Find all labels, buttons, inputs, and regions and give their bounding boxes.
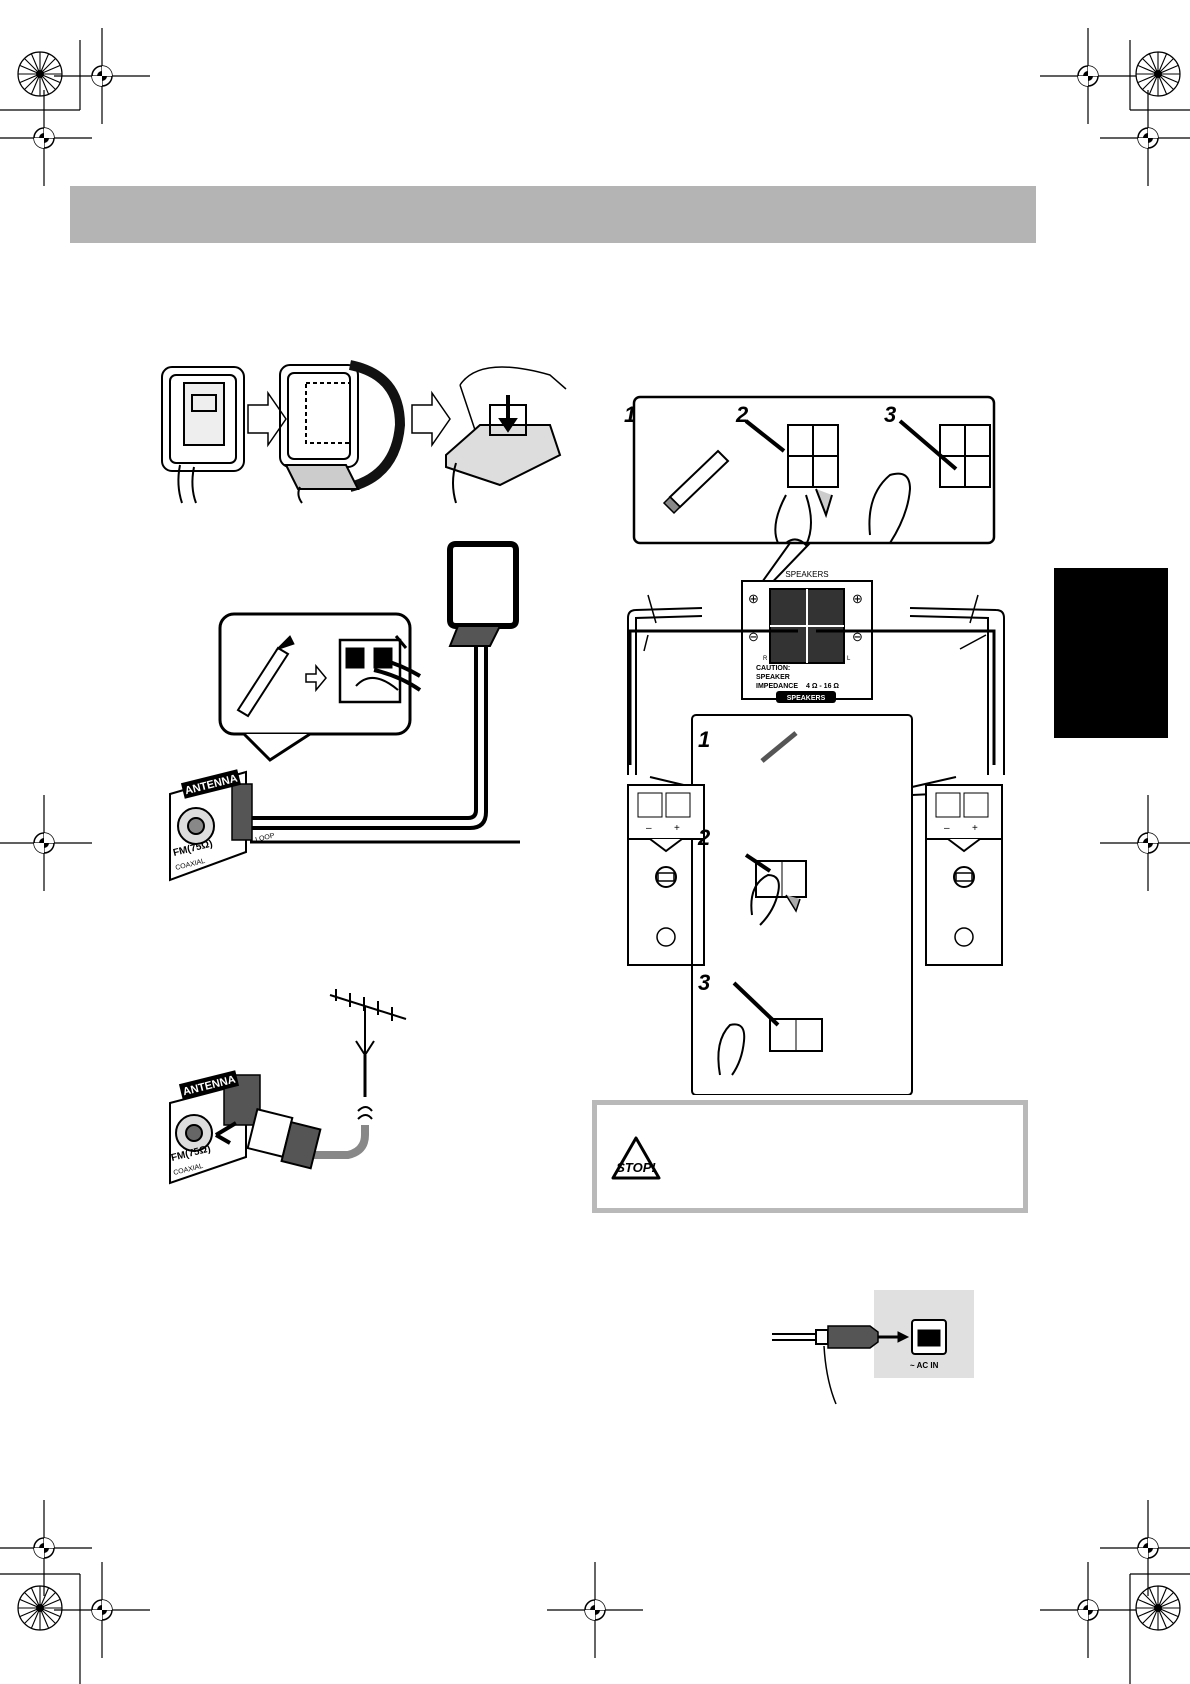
step-number-bottom-3: 3 [698, 970, 710, 995]
plus-symbol-right: ⊕ [852, 591, 863, 606]
ac-inlet-illustration: ~ AC IN [772, 1290, 974, 1405]
step-number-bottom-1: 1 [698, 727, 710, 752]
loop-label: LOOP [255, 832, 276, 844]
left-speaker-plus: + [674, 823, 680, 834]
speakers-panel-title: SPEAKERS [785, 570, 828, 579]
caution-line-1: CAUTION: [756, 665, 790, 672]
speaker-connection-illustration: 1 2 3 SPEAKERS ⊕ ⊕ ⊖ ⊖ R L CAUTION: SPEA… [624, 395, 1005, 1095]
stop-warning-icon: STOP! [611, 1136, 661, 1180]
stop-text: STOP! [616, 1160, 656, 1175]
step-number-top-2: 2 [735, 402, 749, 427]
plus-symbol-left: ⊕ [748, 591, 759, 606]
impedance-value: 4 Ω - 16 Ω [806, 683, 839, 690]
step-number-bottom-2: 2 [697, 825, 711, 850]
fm-outdoor-antenna-illustration: ANTENNA FM(75Ω) COAXIAL [169, 989, 407, 1185]
step-number-top-3: 3 [884, 402, 896, 427]
am-loop-assembly-illustration [161, 360, 567, 504]
caution-line-2: SPEAKER [756, 674, 790, 681]
am-antenna-connection-illustration: ANTENNA FM(75Ω) COAXIAL LOOP [169, 541, 520, 882]
minus-symbol-left: ⊖ [748, 629, 759, 644]
minus-symbol-right: ⊖ [852, 629, 863, 644]
channel-r-label: R [763, 656, 768, 662]
step-number-top-1: 1 [624, 402, 636, 427]
left-speaker-minus: – [646, 823, 652, 834]
speakers-badge: SPEAKERS [787, 695, 826, 702]
section-header-bar [70, 186, 1036, 243]
channel-l-label: L [847, 656, 851, 662]
right-speaker-minus: – [944, 823, 950, 834]
ac-in-label: ~ AC IN [910, 1361, 939, 1370]
caution-line-3: IMPEDANCE [756, 683, 798, 690]
warning-box [592, 1100, 1028, 1213]
right-speaker-plus: + [972, 823, 978, 834]
side-section-tab [1054, 568, 1168, 738]
